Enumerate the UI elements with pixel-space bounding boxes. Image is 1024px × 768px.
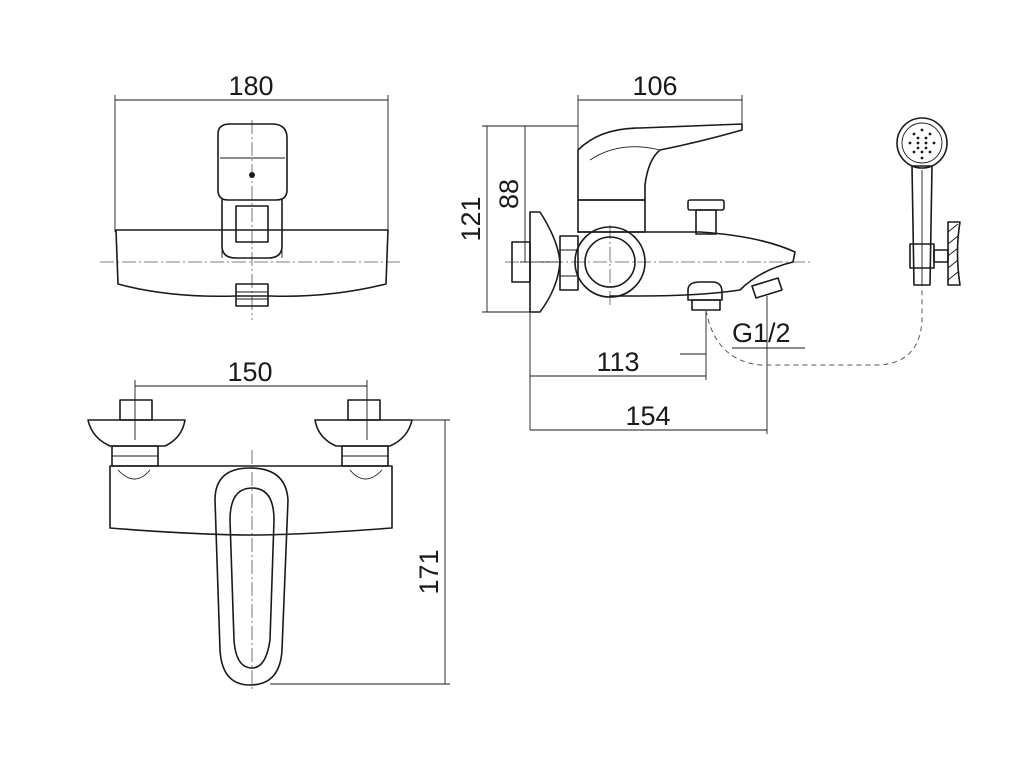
dim-171-label: 171 (414, 549, 444, 594)
front-view: 150 171 (87, 357, 450, 690)
dim-106-label: 106 (632, 71, 677, 101)
dim-121-label: 121 (456, 196, 486, 241)
dim-180-label: 180 (228, 71, 273, 101)
side-view: 106 121 88 (456, 71, 961, 434)
dim-113-label: 113 (596, 347, 639, 377)
dim-150-label: 150 (227, 357, 272, 387)
top-view: 180 (100, 71, 400, 320)
thread-label: G1/2 (732, 318, 791, 348)
dim-88-label: 88 (494, 179, 524, 209)
dim-154-label: 154 (625, 401, 670, 431)
